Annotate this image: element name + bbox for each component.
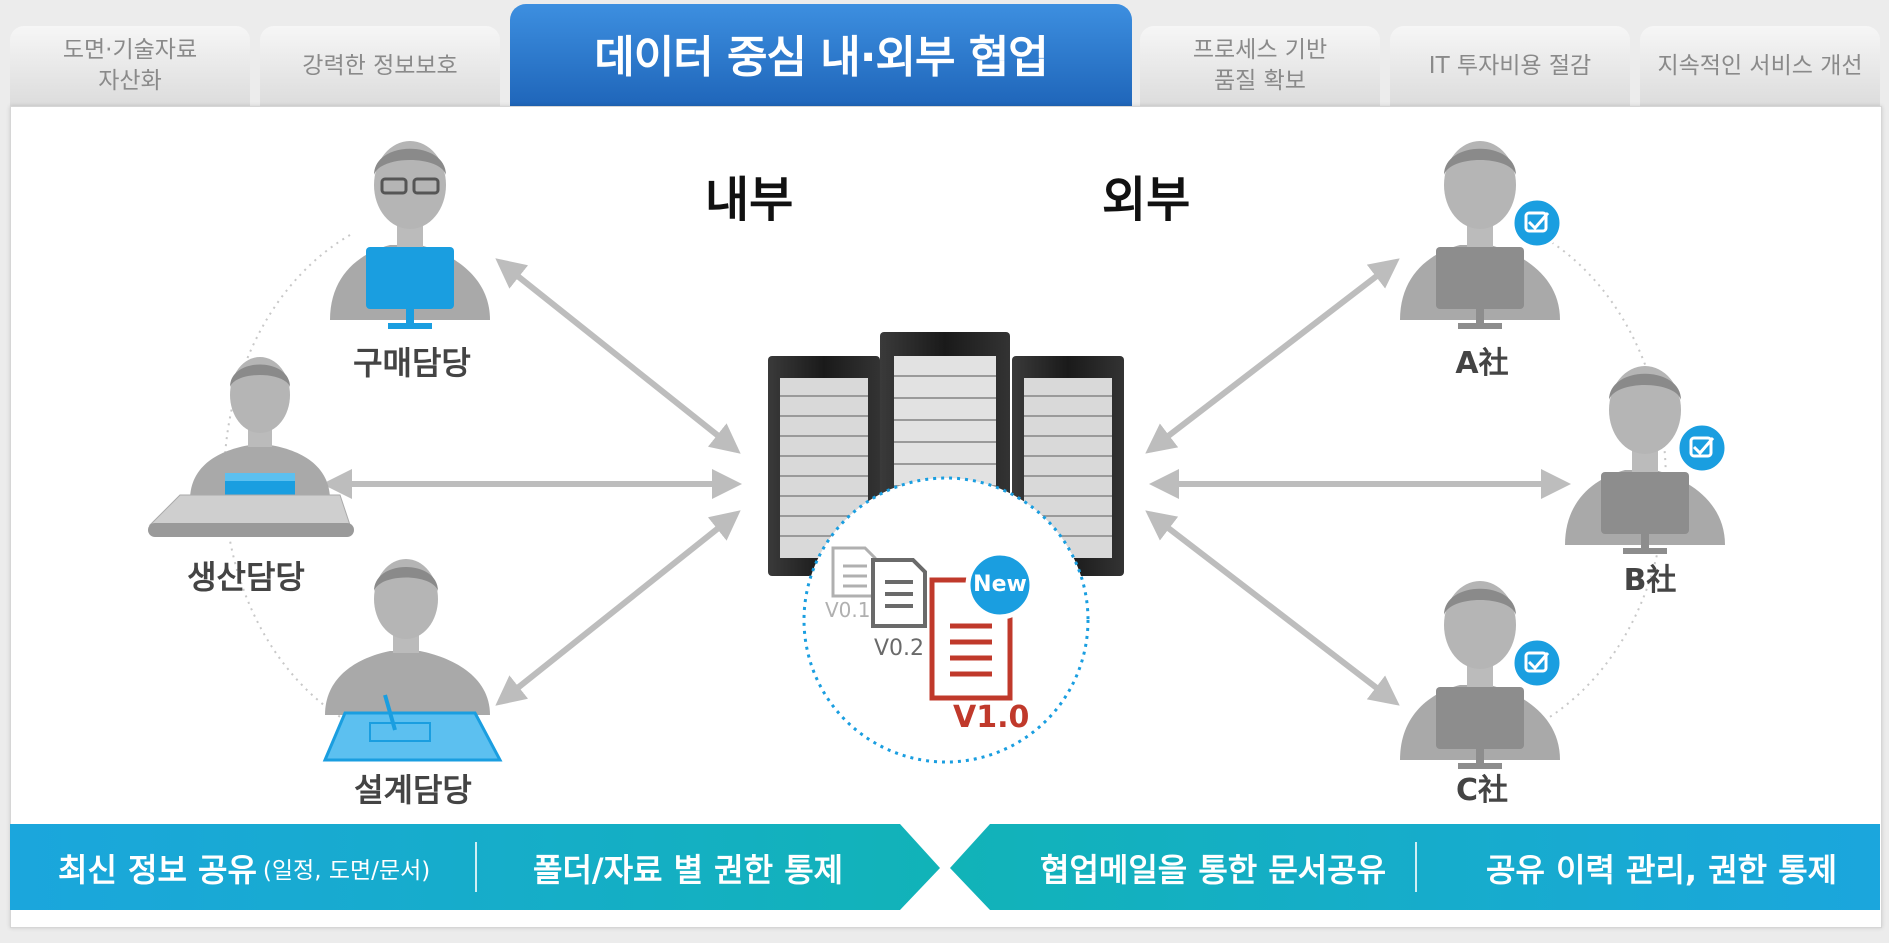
banner-item-folder-permission: 폴더/자료 별 권한 통제 xyxy=(533,851,844,889)
purchaser-label: 구매담당 xyxy=(353,344,471,382)
purchaser-at-monitor-icon xyxy=(330,141,490,329)
new-badge-icon xyxy=(965,550,1035,620)
external-title: 외부 xyxy=(1102,172,1191,228)
partner-b-label: B社 xyxy=(1623,563,1677,598)
document-v02-icon xyxy=(871,558,927,628)
tab-data-collaboration[interactable]: 데이터 중심 내·외부 협업 xyxy=(510,4,1132,110)
tab-label-line2: 품질 확보 xyxy=(1214,68,1306,94)
document-v01-icon xyxy=(831,546,877,598)
tab-label: 데이터 중심 내·외부 협업 xyxy=(594,31,1048,83)
new-badge-label: New xyxy=(973,572,1027,597)
banner-item-main: 최신 정보 공유 xyxy=(58,851,257,889)
producer-label: 생산담당 xyxy=(187,558,305,596)
banner-item-history-permission: 공유 이력 관리, 권한 통제 xyxy=(1486,851,1838,889)
tab-service-improvement[interactable]: 지속적인 서비스 개선 xyxy=(1640,26,1880,106)
version-v02-label: V0.2 xyxy=(874,636,925,661)
tab-label: IT 투자비용 절감 xyxy=(1428,52,1592,79)
version-v01-label: V0.1 xyxy=(825,598,871,622)
tab-label-line1: 도면·기술자료 xyxy=(62,37,198,63)
partner-c-icon xyxy=(1400,581,1563,769)
designer-at-blueprint-icon xyxy=(322,559,503,762)
version-v10-label: V1.0 xyxy=(953,700,1030,735)
partner-a-label: A社 xyxy=(1455,346,1509,381)
partner-c-label: C社 xyxy=(1455,773,1509,808)
internal-title: 내부 xyxy=(705,172,794,228)
banner-item-sub: (일정, 도면/문서) xyxy=(262,858,431,884)
partner-a-icon xyxy=(1400,141,1563,329)
tab-label-line1: 프로세스 기반 xyxy=(1192,37,1328,63)
tab-label: 강력한 정보보호 xyxy=(302,52,458,79)
tab-label: 지속적인 서비스 개선 xyxy=(1657,52,1863,79)
tab-info-protection[interactable]: 강력한 정보보호 xyxy=(260,26,500,106)
partner-b-icon xyxy=(1565,366,1728,554)
tab-it-cost[interactable]: IT 투자비용 절감 xyxy=(1390,26,1630,106)
connection-arrows xyxy=(322,258,1571,706)
producer-at-conveyor-icon xyxy=(148,357,354,537)
designer-label: 설계담당 xyxy=(354,771,472,809)
banner-item-latest-info: 최신 정보 공유 (일정, 도면/문서) xyxy=(58,840,430,896)
tab-label-line2: 자산화 xyxy=(98,68,162,94)
banner-item-collab-mail: 협업메일을 통한 문서공유 xyxy=(1040,851,1387,889)
